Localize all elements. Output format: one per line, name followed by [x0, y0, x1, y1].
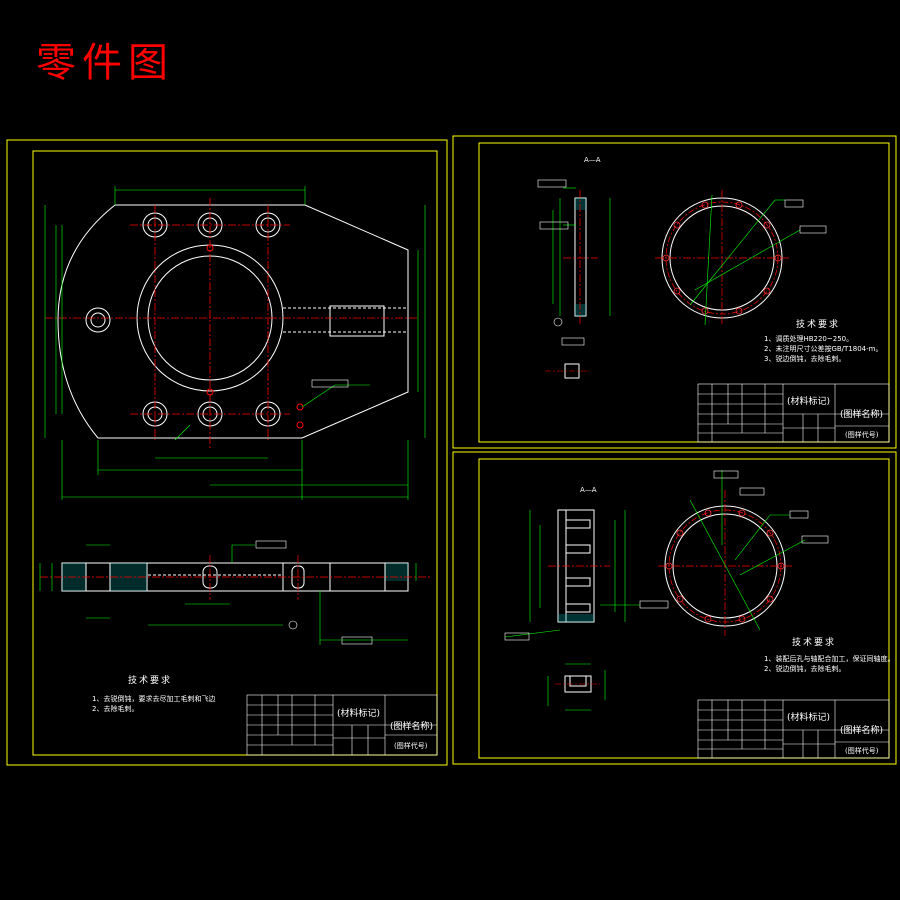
title-block-left — [246, 694, 438, 756]
br-tech-note-1: 1、装配后孔与轴配合加工，保证同轴度。 — [764, 655, 895, 663]
tr-tech-note-1: 1、调质处理HB220~250。 — [764, 335, 854, 343]
br-drawing-name: (图样名称) — [840, 726, 884, 736]
dimensions-left — [44, 186, 426, 500]
sheet-tr-inner-frame — [478, 142, 890, 443]
slot — [329, 305, 385, 337]
left-tech-requirements: 技术要求 1、去锐倒钝，要求去尽加工毛刺和飞边 2、去除毛刺。 — [92, 676, 215, 714]
tr-tech-note-2: 2、未注明尺寸公差按GB/T1804-m。 — [764, 345, 883, 353]
br-section-label: A—A — [580, 486, 597, 494]
side-section-view — [39, 540, 430, 645]
br-tech-title: 技术要求 — [792, 638, 837, 648]
left-material-mark: (材料标记) — [337, 709, 381, 719]
left-drawing-name: (图样名称) — [390, 722, 434, 732]
sheet-left — [6, 139, 448, 766]
left-drawing-code: (图样代号) — [394, 742, 428, 750]
sheet-br-inner-frame — [478, 458, 890, 759]
ring-front-view-tr — [655, 190, 827, 326]
tr-material-mark: (材料标记) — [787, 397, 831, 407]
page-title: 零件图 — [36, 40, 174, 86]
tr-section-label: A—A — [584, 156, 601, 164]
tr-tech-note-3: 3、锐边倒钝，去除毛刺。 — [764, 355, 846, 363]
title-block-br — [697, 699, 890, 759]
tr-tech-requirements: 技术要求 1、调质处理HB220~250。 2、未注明尺寸公差按GB/T1804… — [764, 320, 882, 364]
sheet-top-right — [452, 135, 897, 449]
ring-front-view-br — [658, 470, 829, 636]
tr-drawing-code: (图样代号) — [845, 431, 879, 439]
tr-drawing-name: (图样名称) — [840, 410, 884, 420]
ring-section-view-br — [504, 509, 669, 711]
left-tech-note-1: 1、去锐倒钝，要求去尽加工毛刺和飞边 — [92, 695, 216, 703]
sheet-bottom-right — [452, 451, 897, 765]
plate-outline — [57, 204, 409, 439]
left-tech-title: 技术要求 — [128, 676, 173, 686]
br-tech-requirements: 技术要求 1、装配后孔与轴配合加工，保证同轴度。 2、锐边倒钝，去除毛刺。 — [764, 638, 894, 674]
centerlines-left — [45, 198, 418, 448]
bolt-holes — [85, 212, 304, 429]
leader-box-left — [311, 379, 349, 388]
title-block-tr — [697, 383, 890, 443]
sheet-left-inner-frame — [32, 150, 438, 756]
left-tech-note-2: 2、去除毛刺。 — [92, 705, 139, 713]
sheet-tr-outer-frame — [452, 135, 897, 449]
br-material-mark: (材料标记) — [787, 713, 831, 723]
br-drawing-code: (图样代号) — [845, 747, 879, 755]
ring-section-view-tr — [537, 179, 611, 379]
br-tech-note-2: 2、锐边倒钝，去除毛刺。 — [764, 665, 846, 673]
sheet-br-outer-frame — [452, 451, 897, 765]
sheet-left-outer-frame — [6, 139, 448, 766]
tr-tech-title: 技术要求 — [796, 320, 841, 330]
